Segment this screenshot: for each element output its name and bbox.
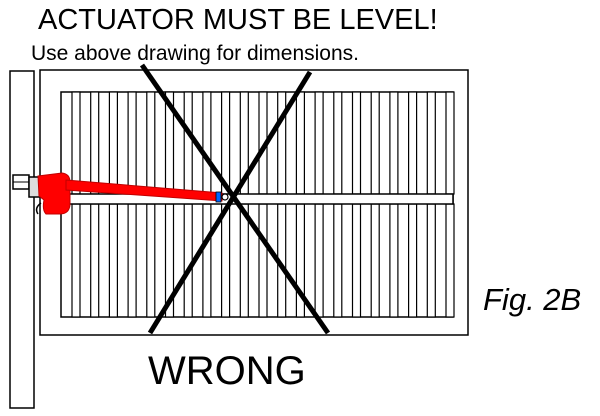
- gate-slat: [183, 91, 193, 195]
- gate-slat: [258, 203, 268, 318]
- gate-post: [9, 70, 35, 409]
- gate-slat: [408, 91, 418, 195]
- verdict-label: WRONG: [148, 349, 306, 393]
- gate-slat: [146, 91, 156, 195]
- gate-slat: [71, 203, 81, 318]
- gate-slat: [389, 91, 399, 195]
- gate-slat: [90, 91, 100, 195]
- gate-slat: [351, 91, 362, 195]
- wrong-cross-mark: [139, 63, 331, 335]
- figure-label: Fig. 2B: [483, 282, 582, 317]
- gate-slat: [333, 91, 343, 195]
- gate-slat: [445, 203, 455, 318]
- gate-slat: [202, 203, 212, 318]
- gate-slat: [426, 203, 436, 318]
- diagram-title: ACTUATOR MUST BE LEVEL!: [38, 4, 438, 36]
- gate-slat: [370, 91, 380, 195]
- gate-slat: [108, 91, 119, 195]
- gate-slat: [108, 203, 119, 318]
- gate-slat: [333, 203, 343, 318]
- gate-slat: [127, 91, 137, 195]
- gate-slat: [221, 203, 231, 318]
- gate-slat: [146, 203, 156, 318]
- gate-slat: [389, 203, 399, 318]
- gate-slat: [183, 203, 193, 318]
- gate-slat: [351, 203, 362, 318]
- gate-slat: [277, 91, 287, 195]
- gate-slat: [90, 203, 100, 318]
- gate-slat: [239, 203, 249, 318]
- gate-cross-rail: [45, 193, 454, 205]
- gate-slat: [426, 91, 436, 195]
- gate-slat: [295, 91, 305, 195]
- gate-slat: [445, 91, 455, 195]
- gate-slat: [202, 91, 212, 195]
- gate-slat: [314, 203, 324, 318]
- gate-slat: [71, 91, 81, 195]
- gate-slat: [314, 91, 324, 195]
- diagram-subtitle: Use above drawing for dimensions.: [31, 42, 360, 65]
- gate-slat: [370, 203, 380, 318]
- gate-slat: [408, 203, 418, 318]
- actuator-arm: [37, 172, 223, 215]
- gate-slat: [127, 203, 137, 318]
- gate-bracket: [215, 191, 229, 203]
